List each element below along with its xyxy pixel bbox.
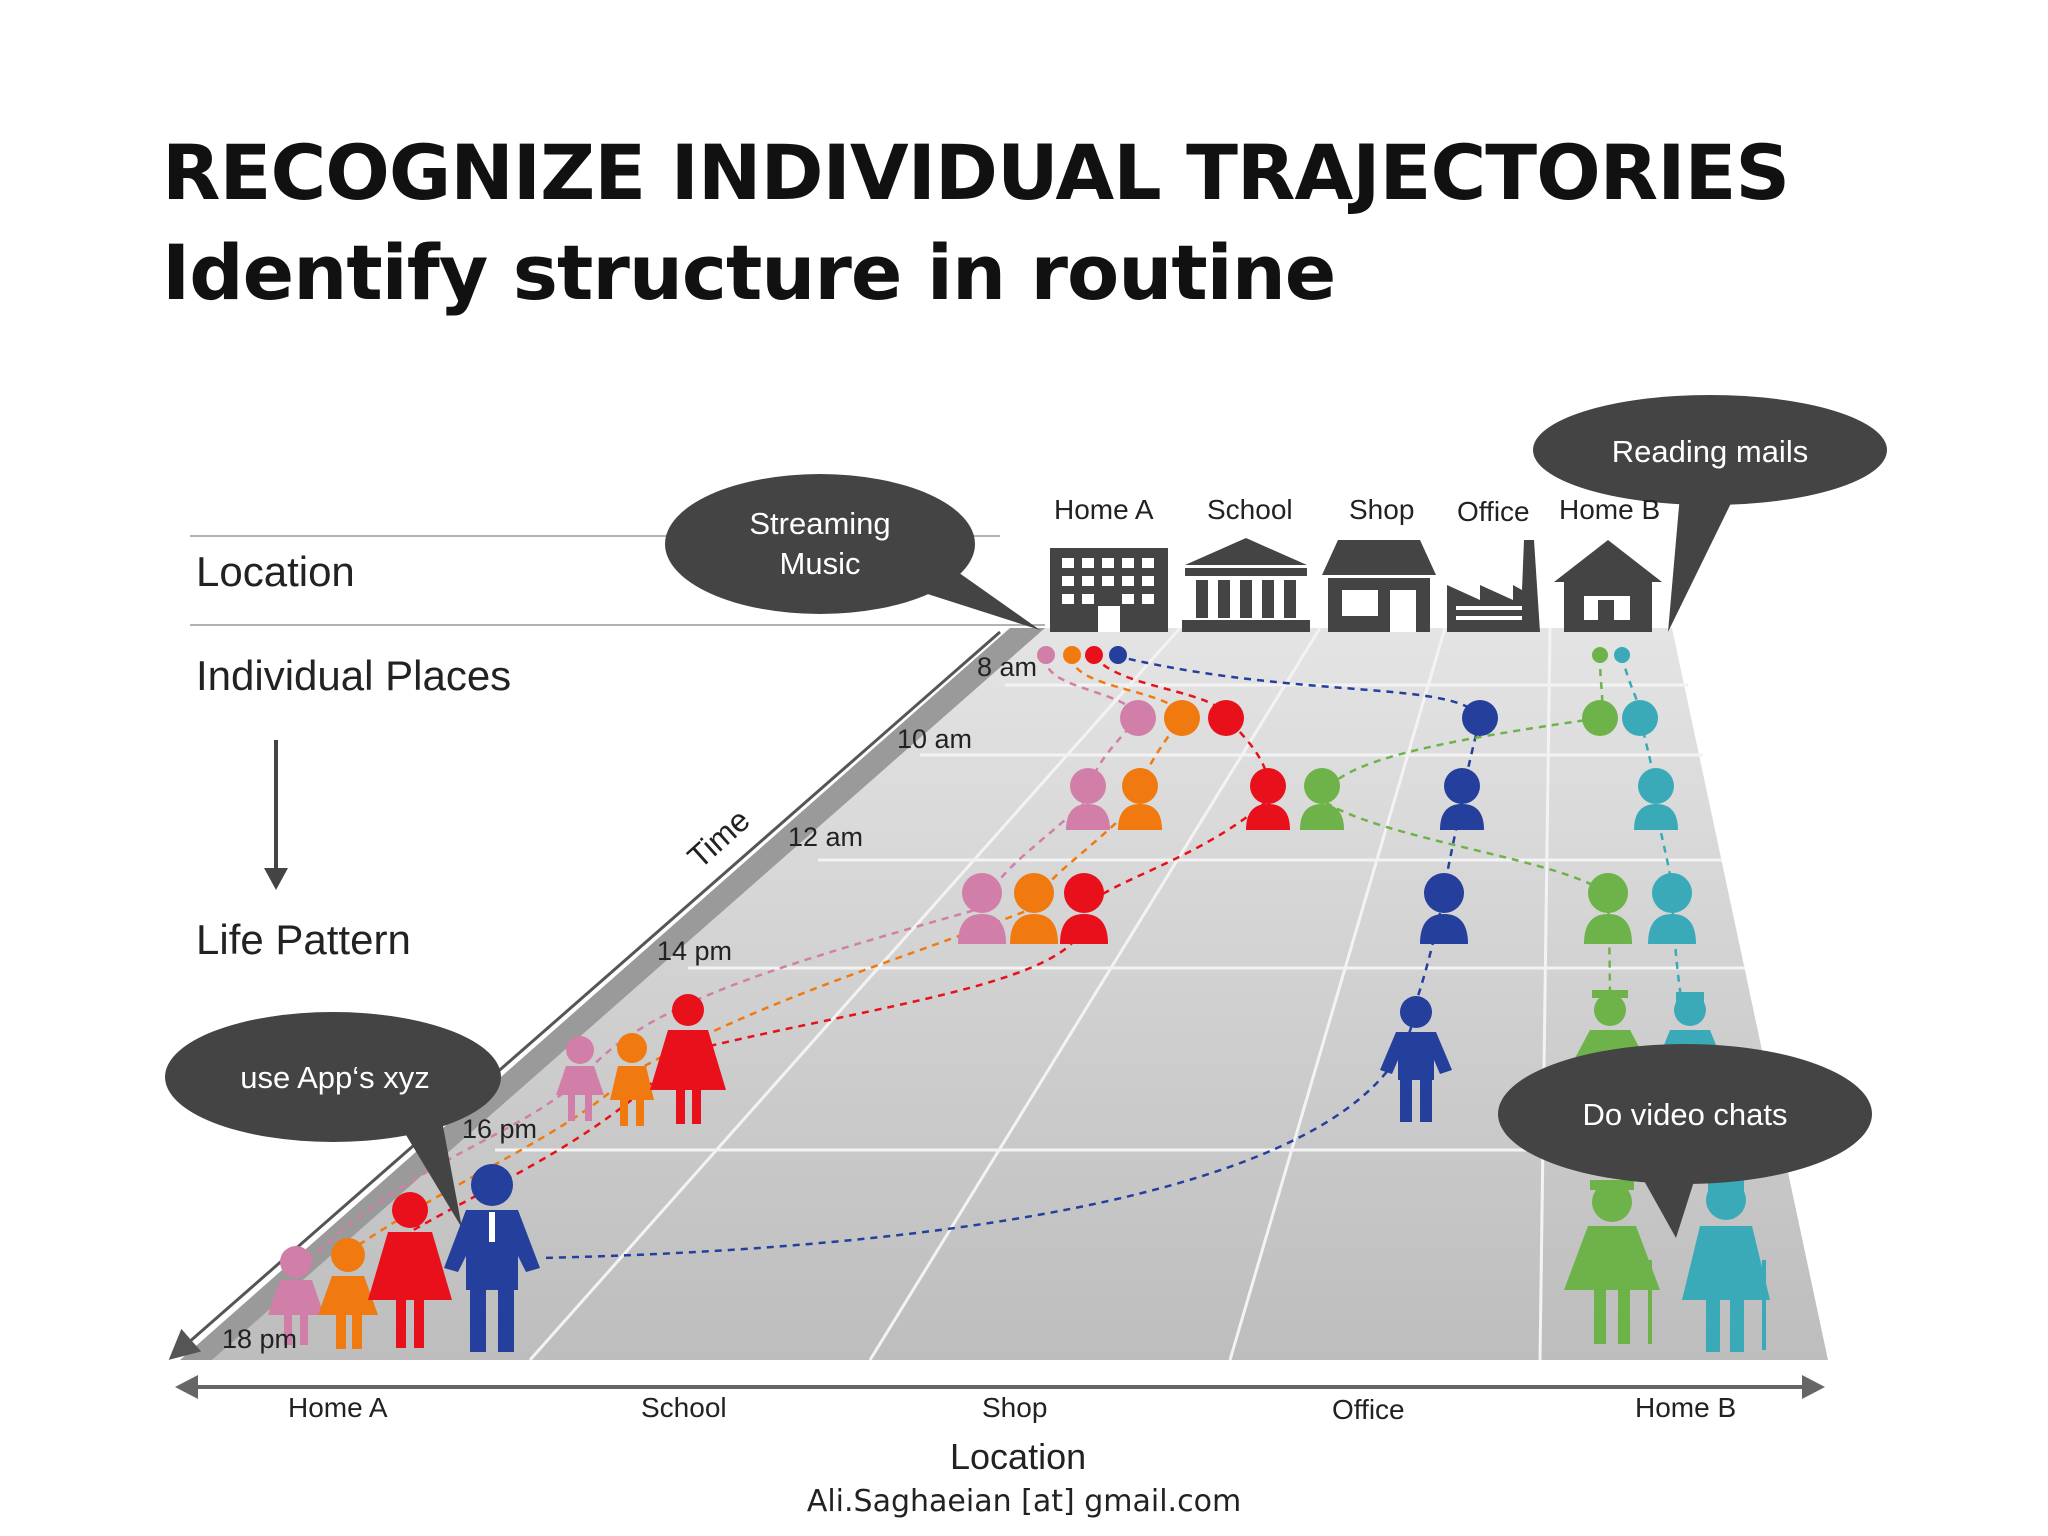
shop-icon xyxy=(1322,540,1436,632)
bubble-video-chats xyxy=(1498,1044,1872,1238)
bottom-place-home-a: Home A xyxy=(288,1392,388,1423)
top-place-home-a: Home A xyxy=(1054,494,1154,525)
footer-contact: Ali.Saghaeian [at] gmail.com xyxy=(806,1484,1242,1519)
bubble-streaming-music xyxy=(665,474,1040,630)
dots-8am xyxy=(1037,646,1630,664)
slide-subtitle: Identify structure in routine xyxy=(162,228,1336,317)
house-icon xyxy=(1554,540,1662,632)
bubble-apps-text: use App‘s xyz xyxy=(240,1060,430,1095)
bubble-reading-mails xyxy=(1533,395,1887,632)
bubble-reading-text: Reading mails xyxy=(1611,434,1809,469)
speech-bubbles xyxy=(165,395,1887,1238)
bottom-place-school: School xyxy=(641,1392,727,1423)
down-arrow-head xyxy=(264,868,288,890)
time-label-8am: 8 am xyxy=(977,652,1038,682)
top-place-office: Office xyxy=(1457,496,1530,527)
time-label-12am: 12 am xyxy=(788,822,864,852)
time-label-14pm: 14 pm xyxy=(657,936,733,966)
figures-18pm xyxy=(268,1164,1770,1352)
location-axis-label: Location xyxy=(950,1436,1087,1477)
location-row-label: Location xyxy=(196,548,355,595)
school-building-icon xyxy=(1182,538,1310,632)
apartment-icon xyxy=(1050,548,1168,632)
bottom-place-shop: Shop xyxy=(982,1392,1048,1423)
location-time-plane xyxy=(212,628,1828,1360)
bottom-place-office: Office xyxy=(1332,1394,1405,1425)
life-pattern-label: Life Pattern xyxy=(196,916,411,963)
bubble-streaming-text: Streaming Music xyxy=(749,506,891,581)
top-place-school: School xyxy=(1207,494,1293,525)
location-axis-right-arrow xyxy=(1802,1375,1825,1399)
time-label-10am: 10 am xyxy=(897,724,973,754)
office-factory-icon xyxy=(1447,540,1540,632)
plane-side-edge xyxy=(180,628,1045,1360)
time-axis-arrow xyxy=(168,630,1001,1360)
bubble-video-text: Do video chats xyxy=(1582,1097,1788,1132)
figures-16pm xyxy=(556,990,1722,1126)
top-place-home-b: Home B xyxy=(1559,494,1661,525)
time-label-16pm: 16 pm xyxy=(462,1114,538,1144)
busts-12am xyxy=(1066,768,1678,830)
dots-10am xyxy=(1120,700,1658,736)
individual-places-label: Individual Places xyxy=(196,652,512,699)
location-axis-left-arrow xyxy=(175,1375,198,1399)
time-label-18pm: 18 pm xyxy=(222,1324,298,1354)
busts-14pm xyxy=(958,873,1696,944)
top-building-icons xyxy=(1050,538,1662,632)
location-grid xyxy=(528,627,1552,1361)
time-grid xyxy=(495,683,1785,1152)
slide-title: RECOGNIZE INDIVIDUAL TRAJECTORIES xyxy=(162,128,1790,217)
bubble-use-apps xyxy=(165,1012,501,1228)
bottom-place-home-b: Home B xyxy=(1635,1392,1737,1423)
top-place-shop: Shop xyxy=(1349,494,1415,525)
